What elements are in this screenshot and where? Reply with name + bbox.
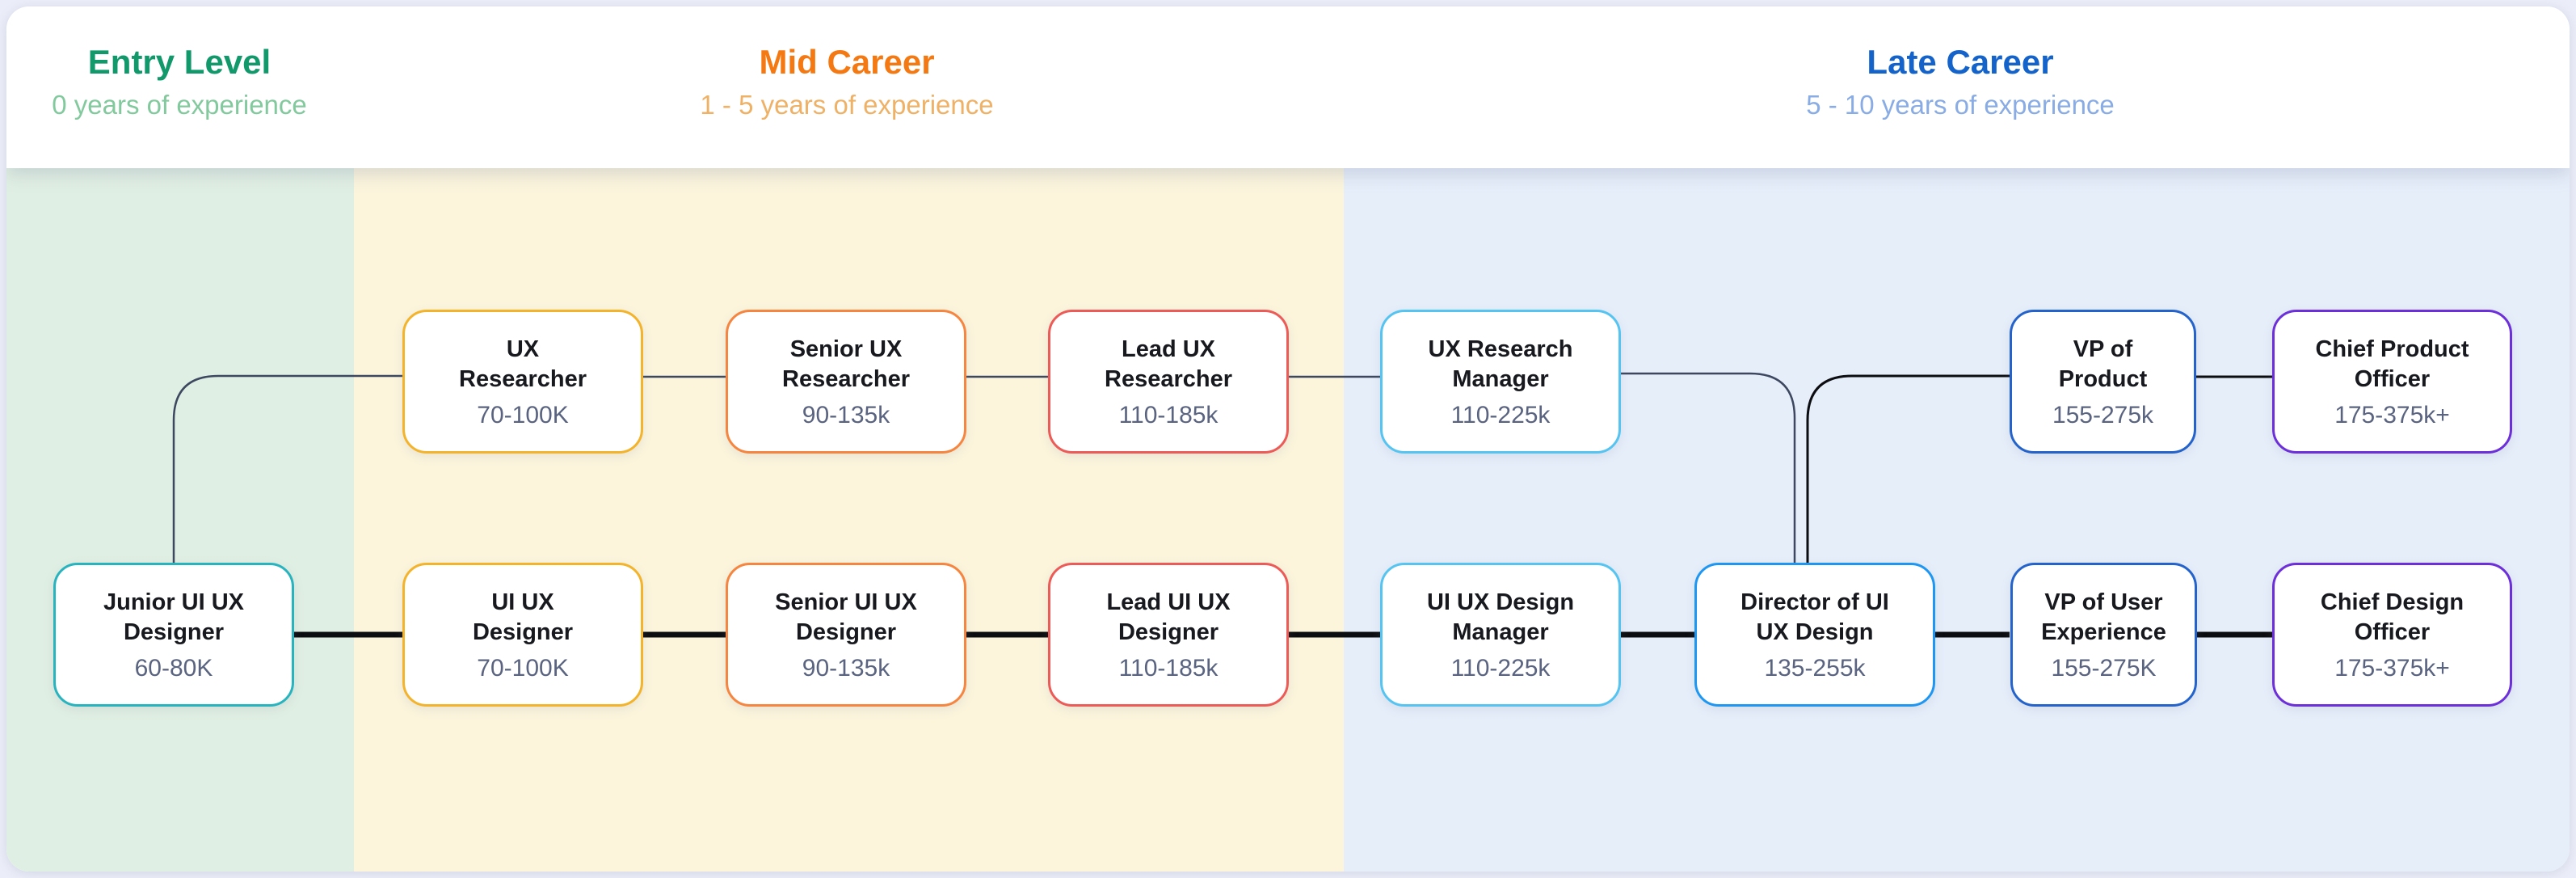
stage-label-mid-career: Mid Career (759, 43, 935, 81)
stage-header-late-career: Late Career 5 - 10 years of experience (1806, 43, 2115, 120)
stage-subtitle-mid-career: 1 - 5 years of experience (700, 90, 994, 120)
career-node-title: Lead UI UX Designer (1106, 589, 1231, 645)
career-node-vp-of-user-experience: VP of User Experience 155-275K (2010, 563, 2197, 707)
career-node-title: UI UX Design Manager (1426, 589, 1575, 645)
career-node-ui-ux-designer: UI UX Designer 70-100K (402, 563, 643, 707)
career-node-title: Lead UX Researcher (1105, 336, 1232, 392)
career-node-senior-ux-researcher: Senior UX Researcher 90-135k (726, 310, 966, 454)
career-node-vp-of-product: VP of Product 155-275k (2010, 310, 2196, 454)
career-node-salary: 70-100K (477, 654, 569, 682)
career-node-chief-product-officer: Chief Product Officer 175-375k+ (2272, 310, 2512, 454)
connector-lines (172, 372, 2272, 638)
career-node-junior-ui-ux-designer: Junior UI UX Designer 60-80K (53, 563, 294, 707)
career-node-title: UI UX Designer (472, 589, 574, 645)
career-node-salary: 110-185k (1118, 654, 1219, 682)
career-node-title: VP of Product (2058, 336, 2148, 392)
career-node-ux-researcher: UX Researcher 70-100K (402, 310, 643, 454)
career-node-salary: 110-225k (1450, 401, 1551, 428)
career-node-salary: 155-275k (2052, 401, 2154, 428)
stage-label-late-career: Late Career (1867, 43, 2054, 81)
career-path-diagram: Entry Level 0 years of experience Mid Ca… (6, 6, 2570, 872)
career-node-title: Senior UX Researcher (782, 336, 910, 392)
stage-subtitle-late-career: 5 - 10 years of experience (1806, 90, 2115, 120)
stage-header-bar: Entry Level 0 years of experience Mid Ca… (6, 6, 2570, 168)
career-node-salary: 155-275K (2051, 654, 2157, 682)
career-node-title: VP of User Experience (2041, 589, 2166, 645)
stage-header-entry-level: Entry Level 0 years of experience (52, 43, 307, 120)
career-node-salary: 110-185k (1118, 401, 1219, 428)
career-node-salary: 60-80K (134, 654, 213, 682)
stage-subtitle-entry-level: 0 years of experience (52, 90, 307, 120)
connector-director-to-vp-product (1806, 374, 2010, 563)
stage-header-mid-career: Mid Career 1 - 5 years of experience (700, 43, 994, 120)
career-node-chief-design-officer: Chief Design Officer 175-375k+ (2272, 563, 2512, 707)
band-entry-level (6, 168, 354, 872)
band-mid-career (354, 168, 1344, 872)
career-node-lead-ui-ux-designer: Lead UI UX Designer 110-185k (1048, 563, 1289, 707)
career-node-title: UX Research Manager (1428, 336, 1573, 392)
career-node-salary: 90-135k (802, 654, 890, 682)
career-node-director-of-ui-ux-design: Director of UI UX Design 135-255k (1694, 563, 1935, 707)
stage-label-entry-level: Entry Level (87, 43, 271, 81)
career-node-ui-ux-design-manager: UI UX Design Manager 110-225k (1380, 563, 1621, 707)
career-node-title: Director of UI UX Design (1740, 589, 1889, 645)
career-node-salary: 90-135k (802, 401, 890, 428)
career-node-title: Junior UI UX Designer (103, 589, 244, 645)
career-node-title: Chief Design Officer (2320, 589, 2464, 645)
career-node-salary: 110-225k (1450, 654, 1551, 682)
career-node-ux-research-manager: UX Research Manager 110-225k (1380, 310, 1621, 454)
connector-research-manager-to-director (1621, 372, 1796, 563)
career-node-salary: 175-375k+ (2334, 401, 2450, 428)
career-node-lead-ux-researcher: Lead UX Researcher 110-185k (1048, 310, 1289, 454)
connector-junior-to-ux-researcher (172, 374, 402, 563)
career-node-title: Chief Product Officer (2315, 336, 2469, 392)
career-node-title: Senior UI UX Designer (775, 589, 917, 645)
career-node-salary: 135-255k (1764, 654, 1866, 682)
career-node-senior-ui-ux-designer: Senior UI UX Designer 90-135k (726, 563, 966, 707)
band-late-career (1344, 168, 2570, 872)
career-node-salary: 175-375k+ (2334, 654, 2450, 682)
career-node-salary: 70-100K (477, 401, 569, 428)
career-node-title: UX Researcher (459, 336, 587, 392)
